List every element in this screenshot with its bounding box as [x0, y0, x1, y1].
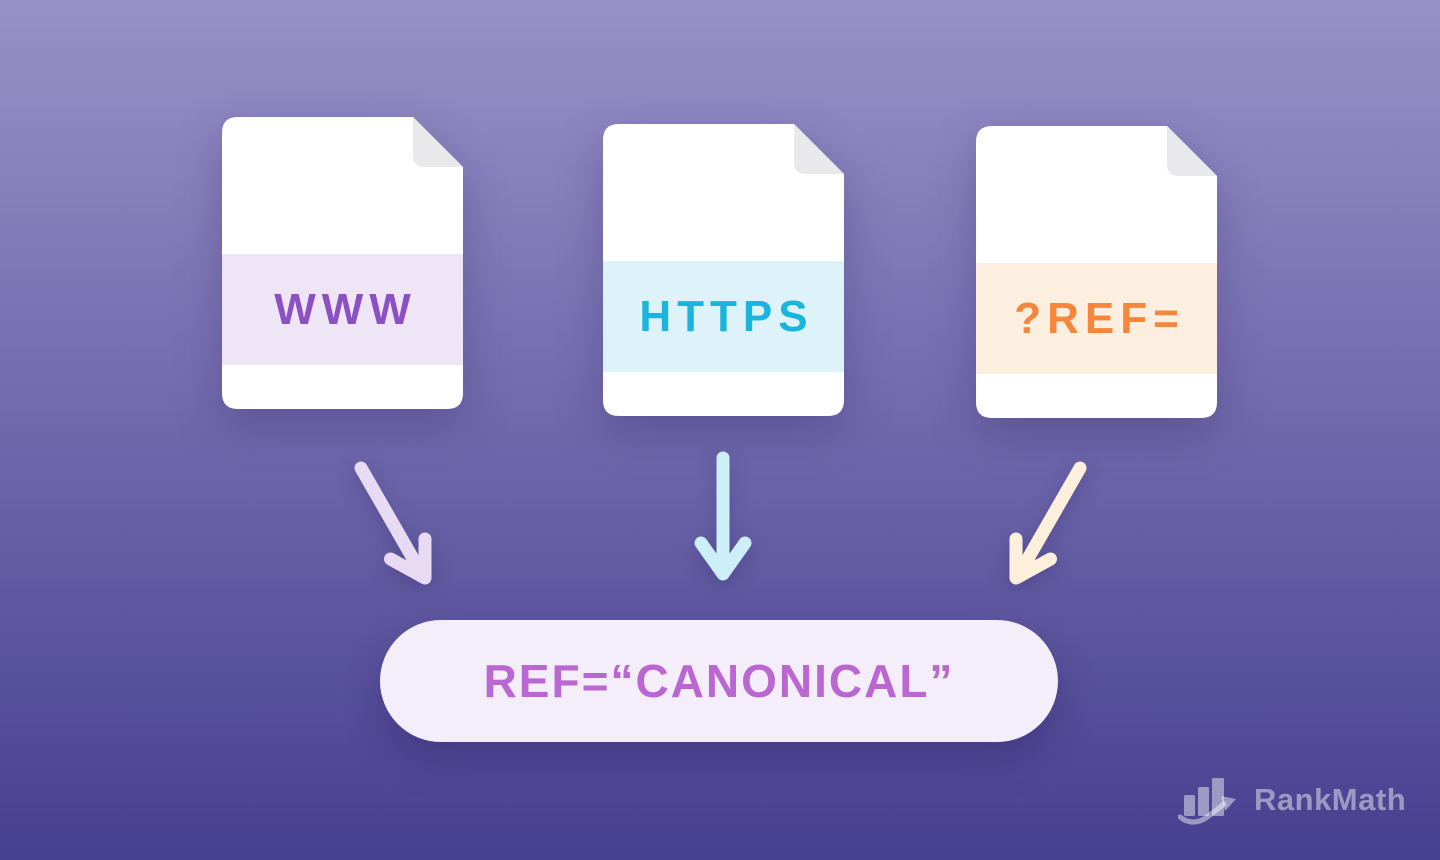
arrow-down-left-icon [1009, 461, 1087, 585]
document-card-https: HTTPS [603, 124, 844, 416]
document-card-www: WWW [222, 117, 463, 409]
folded-corner-icon [1167, 126, 1217, 176]
rankmath-bars-arrow-icon [1178, 778, 1236, 825]
arrow-down-icon [694, 451, 752, 581]
document-label-www: WWW [274, 284, 417, 334]
brand-watermark: RankMath [1178, 774, 1406, 826]
document-label-ref: ?REF= [1014, 293, 1185, 343]
canonical-result-pill: REF=“CANONICAL” [380, 620, 1058, 742]
label-band: WWW [222, 254, 463, 365]
label-band: HTTPS [603, 261, 844, 372]
document-label-https: HTTPS [639, 291, 814, 341]
arrow-down-right-icon [354, 461, 432, 585]
folded-corner-icon [413, 117, 463, 167]
document-card-ref: ?REF= [976, 126, 1217, 418]
brand-name: RankMath [1254, 782, 1407, 817]
label-band: ?REF= [976, 263, 1217, 374]
canonical-result-label: REF=“CANONICAL” [483, 655, 955, 707]
folded-corner-icon [794, 124, 844, 174]
